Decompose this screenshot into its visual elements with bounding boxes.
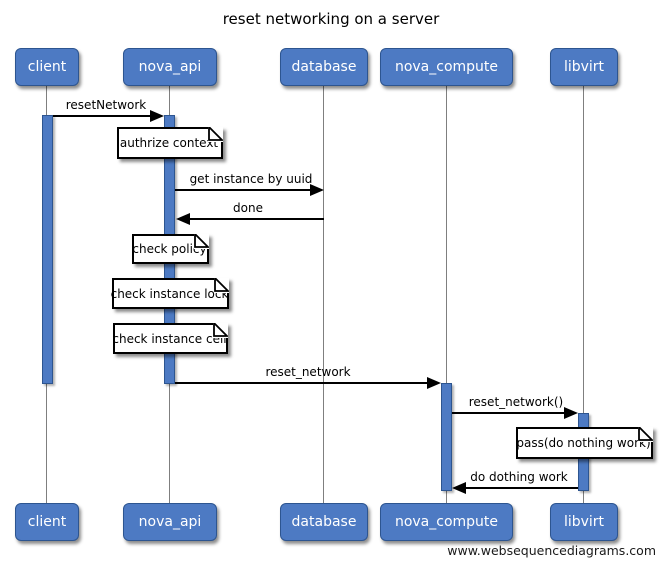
- actor-bottom-database: database: [280, 503, 368, 541]
- message-label: get instance by uuid: [189, 172, 313, 186]
- note-text: pass(do nothing work): [516, 436, 651, 450]
- note-check-instance-cell: check instance cell: [112, 323, 228, 354]
- actor-bottom-libvirt: libvirt: [550, 503, 618, 541]
- note-text: check instance lock: [110, 286, 229, 301]
- actor-top-nova-compute: nova_compute: [380, 48, 513, 86]
- message-label: do dothing work: [470, 470, 568, 484]
- note-text: check policy: [132, 242, 207, 256]
- lifeline-database: [323, 86, 324, 503]
- message-line: [53, 115, 155, 117]
- arrowhead-right-icon: [150, 110, 164, 122]
- actor-top-client: client: [15, 48, 79, 86]
- message-line: [463, 487, 578, 489]
- message-label: reset_network: [265, 365, 351, 379]
- note-pass-do-nothing-work: pass(do nothing work): [516, 427, 653, 459]
- activation-nova-compute: [441, 383, 452, 491]
- lifeline-libvirt: [583, 86, 584, 503]
- note-fold-icon: [208, 127, 223, 142]
- note-fold-icon: [638, 427, 653, 442]
- actor-top-database: database: [280, 48, 368, 86]
- actor-top-libvirt: libvirt: [550, 48, 618, 86]
- message-line: [187, 218, 324, 220]
- message-label: reset_network(): [468, 395, 564, 409]
- actor-top-nova-api: nova_api: [123, 48, 217, 86]
- note-fold-icon: [214, 278, 229, 293]
- message-line: [175, 189, 313, 191]
- note-fold-icon: [194, 234, 209, 249]
- message-line: [452, 412, 567, 414]
- actor-bottom-client: client: [15, 503, 79, 541]
- arrowhead-right-icon: [310, 184, 324, 196]
- actor-bottom-nova-api: nova_api: [123, 503, 217, 541]
- diagram-title: reset networking on a server: [222, 10, 440, 28]
- activation-client: [42, 115, 53, 384]
- lifeline-nova-compute: [446, 86, 447, 503]
- note-check-instance-lock: check instance lock: [110, 278, 229, 309]
- watermark: www.websequencediagrams.com: [447, 543, 656, 558]
- message-line: [175, 382, 430, 384]
- note-text: check instance cell: [112, 331, 227, 346]
- note-check-policy: check policy: [132, 234, 209, 264]
- message-label: done: [233, 201, 263, 215]
- arrowhead-right-icon: [427, 377, 441, 389]
- message-label: resetNetwork: [65, 98, 147, 112]
- arrowhead-left-icon: [452, 482, 466, 494]
- note-text: authrize context: [119, 136, 219, 150]
- note-fold-icon: [213, 323, 228, 338]
- actor-bottom-nova-compute: nova_compute: [380, 503, 513, 541]
- note-authrize-context: authrize context: [117, 127, 223, 159]
- arrowhead-right-icon: [564, 407, 578, 419]
- arrowhead-left-icon: [176, 213, 190, 225]
